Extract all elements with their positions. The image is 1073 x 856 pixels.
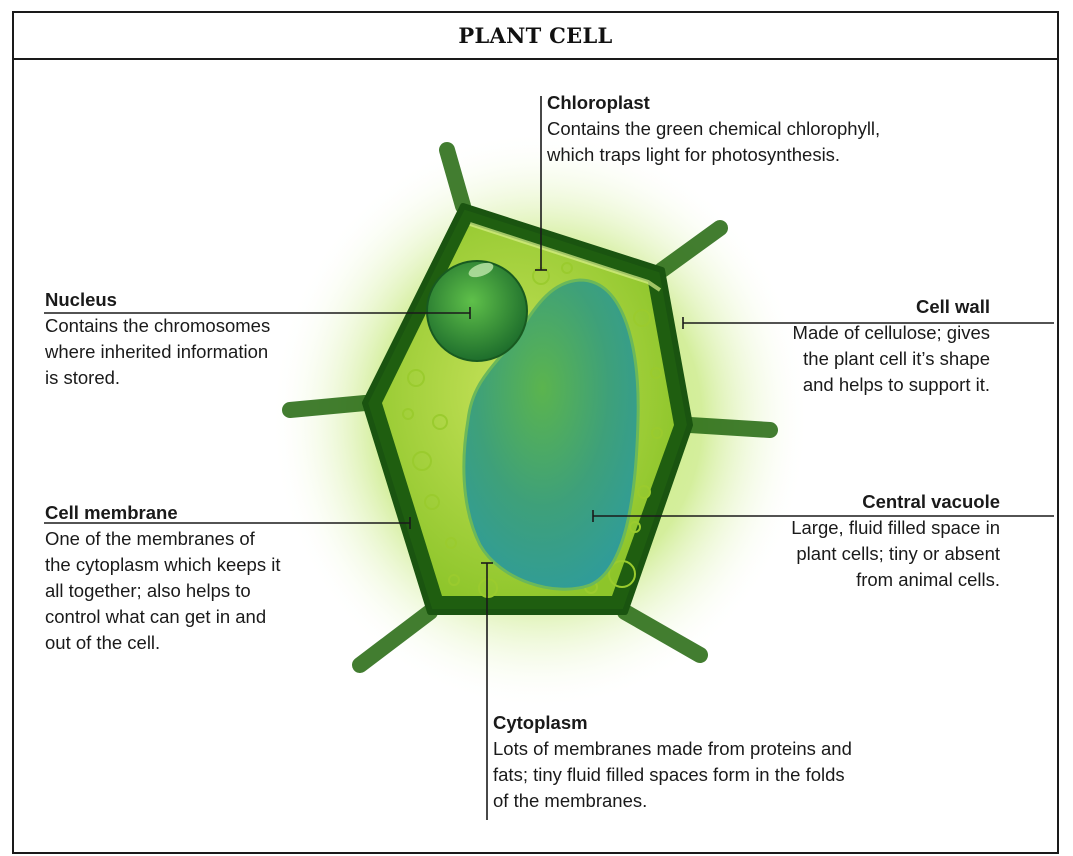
label-chloroplast: Chloroplast Contains the green chemical … — [547, 90, 880, 168]
cell-wall-heading: Cell wall — [700, 294, 990, 320]
label-nucleus: Nucleus Contains the chromosomes where i… — [45, 287, 270, 391]
cell-wall-description: Made of cellulose; gives the plant cell … — [700, 320, 990, 398]
cell-membrane-heading: Cell membrane — [45, 500, 280, 526]
nucleus-heading: Nucleus — [45, 287, 270, 313]
central-vacuole-heading: Central vacuole — [700, 489, 1000, 515]
label-cell-membrane: Cell membrane One of the membranes of th… — [45, 500, 280, 656]
label-cell-wall: Cell wall Made of cellulose; gives the p… — [700, 294, 990, 398]
cell-membrane-description: One of the membranes of the cytoplasm wh… — [45, 526, 280, 656]
chloroplast-description: Contains the green chemical chlorophyll,… — [547, 116, 880, 168]
label-cytoplasm: Cytoplasm Lots of membranes made from pr… — [493, 710, 852, 814]
central-vacuole-description: Large, fluid filled space in plant cells… — [700, 515, 1000, 593]
nucleus-description: Contains the chromosomes where inherited… — [45, 313, 270, 391]
chloroplast-heading: Chloroplast — [547, 90, 880, 116]
nucleus — [427, 260, 527, 361]
label-central-vacuole: Central vacuole Large, fluid filled spac… — [700, 489, 1000, 593]
cytoplasm-description: Lots of membranes made from proteins and… — [493, 736, 852, 814]
cytoplasm-heading: Cytoplasm — [493, 710, 852, 736]
